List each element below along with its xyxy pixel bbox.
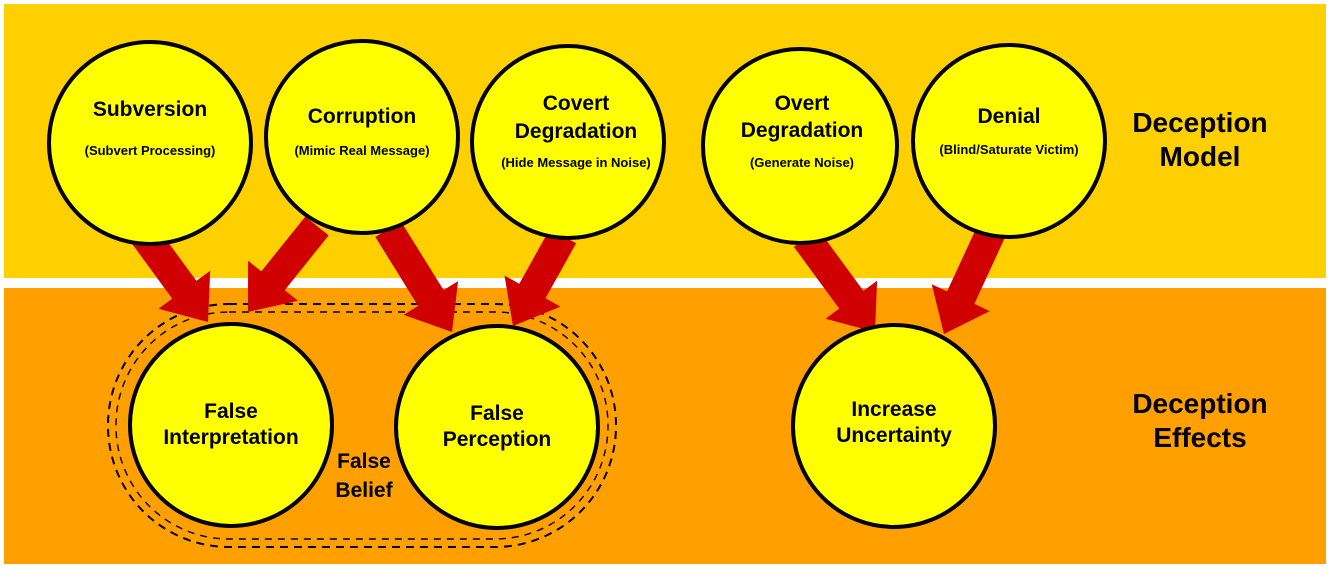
band-label-effects-line1: Deception	[1132, 388, 1267, 419]
arrow-corruption-to-false-perception	[375, 221, 459, 332]
node-title: Denial	[977, 105, 1040, 128]
node-circle	[791, 323, 997, 529]
node-circle	[911, 43, 1107, 239]
node-circle	[394, 324, 600, 530]
false-belief-group-outline-inner	[115, 311, 609, 540]
node-subtitle: (Generate Noise)	[750, 155, 854, 170]
node-title-line1: False	[470, 402, 524, 425]
node-circle	[701, 47, 899, 245]
node-circle	[128, 322, 334, 528]
node-subversion: Subversion (Subvert Processing)	[47, 40, 253, 246]
node-title-line1: False	[204, 400, 258, 423]
node-circle	[470, 44, 666, 240]
node-corruption: Corruption (Mimic Real Message)	[264, 39, 460, 235]
node-subtitle: (Mimic Real Message)	[294, 143, 429, 158]
arrow-overt-to-increase-uncertainty	[793, 229, 878, 332]
false-belief-group-outline	[107, 303, 617, 548]
node-increase-uncertainty: Increase Uncertainty	[791, 323, 997, 529]
arrow-denial-to-increase-uncertainty	[931, 225, 1005, 334]
node-title: Subversion	[93, 98, 207, 121]
node-title-line2: Interpretation	[163, 426, 298, 449]
band-label-effects-line2: Effects	[1153, 422, 1246, 453]
node-title: Corruption	[308, 105, 416, 128]
arrow-covert-to-false-perception	[504, 228, 577, 326]
node-title-line1: Increase	[851, 398, 936, 421]
arrow-subversion-to-false-interpretation	[129, 223, 211, 322]
node-title-line1: Overt	[775, 92, 830, 115]
node-covert-degradation: Covert Degradation (Hide Message in Nois…	[470, 44, 666, 240]
node-denial: Denial (Blind/Saturate Victim)	[911, 43, 1107, 239]
node-title-line2: Perception	[443, 428, 552, 451]
node-subtitle: (Hide Message in Noise)	[501, 155, 651, 170]
node-title-line2: Degradation	[515, 120, 638, 143]
node-false-perception: False Perception	[394, 324, 600, 530]
node-circle	[264, 39, 460, 235]
node-title-line2: Degradation	[741, 119, 864, 142]
node-subtitle: (Subvert Processing)	[85, 143, 216, 158]
node-subtitle: (Blind/Saturate Victim)	[939, 142, 1078, 157]
node-title-line2: Uncertainty	[836, 424, 952, 447]
arrow-layer	[129, 216, 1005, 334]
false-belief-label-line1: False	[337, 450, 391, 473]
band-label-model-line1: Deception	[1132, 107, 1267, 138]
false-belief-label-line2: Belief	[335, 479, 393, 502]
node-circle	[47, 40, 253, 246]
node-overt-degradation: Overt Degradation (Generate Noise)	[701, 47, 899, 245]
arrow-corruption-to-false-interpretation	[248, 216, 329, 312]
node-false-interpretation: False Interpretation	[128, 322, 334, 528]
node-title-line1: Covert	[543, 92, 610, 115]
band-label-model-line2: Model	[1160, 141, 1241, 172]
